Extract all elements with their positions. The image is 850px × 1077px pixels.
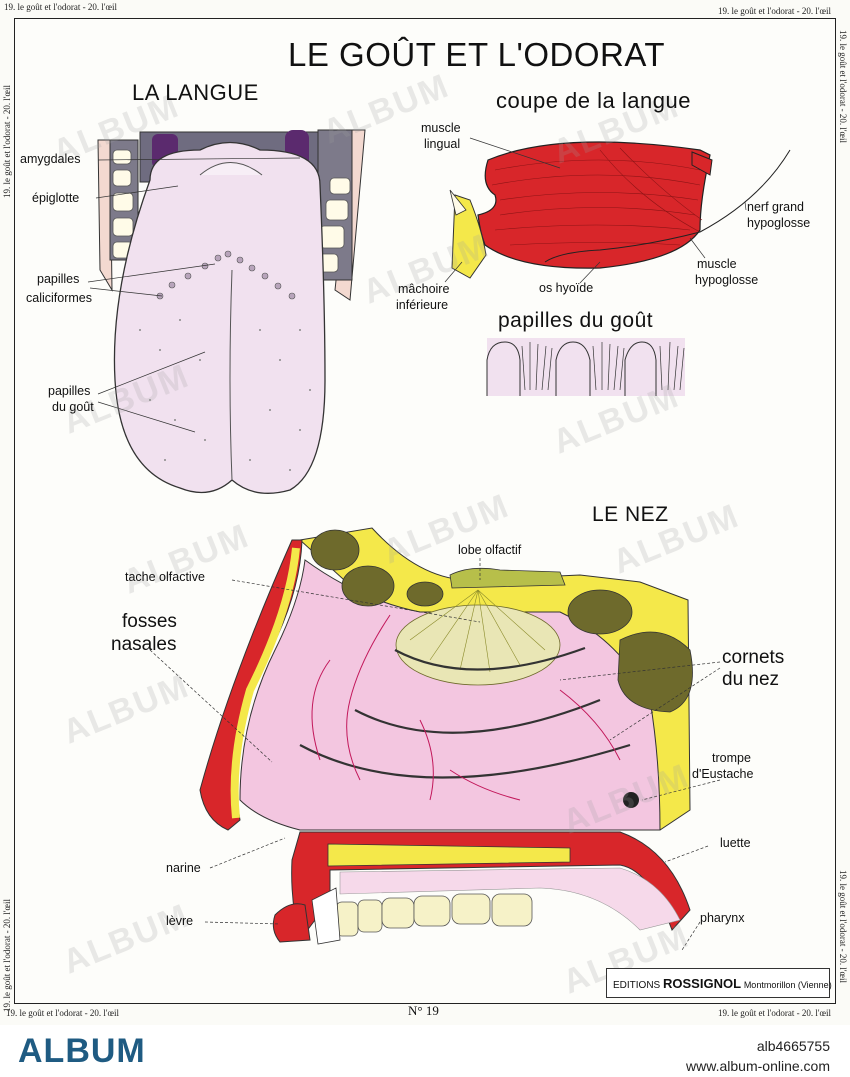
label-du-nez: du nez xyxy=(722,669,780,690)
label-cornets: cornets xyxy=(722,647,785,668)
taste-papillae-drawing xyxy=(486,338,685,396)
anatomy-illustration xyxy=(87,129,791,951)
publisher-name: ROSSIGNOL xyxy=(663,976,742,991)
label-hypoglosse-2: hypoglosse xyxy=(695,273,759,287)
label-narine: narine xyxy=(166,861,201,875)
tongue-drawing xyxy=(87,129,366,494)
label-d-eustache: d'Eustache xyxy=(692,767,754,781)
label-os-hyoide: os hyoïde xyxy=(539,281,594,295)
label-muscle-hypoglosse: muscle xyxy=(697,257,737,271)
label-papilles: papilles xyxy=(37,272,80,286)
edge-text-top-left: 19. le goût et l'odorat - 20. l'œil xyxy=(4,2,117,12)
label-tache-olfactive: tache olfactive xyxy=(125,570,205,584)
label-fosses: fosses xyxy=(122,611,177,632)
edge-text-top-right: 19. le goût et l'odorat - 20. l'œil xyxy=(718,6,831,16)
label-du-gout: du goût xyxy=(52,400,94,414)
site-link[interactable]: www.album-online.com xyxy=(686,1058,830,1074)
publisher-prefix: EDITIONS xyxy=(613,980,661,991)
heading-papilles: papilles du goût xyxy=(498,309,654,332)
page-title: LE GOÛT ET L'ODORAT xyxy=(288,36,666,73)
label-machoire: mâchoire xyxy=(398,282,450,296)
stock-info: alb4665755 www.album-online.com xyxy=(686,1036,830,1076)
label-levre: lèvre xyxy=(166,914,194,928)
edge-text-bottom-right: 19. le goût et l'odorat - 20. l'œil xyxy=(718,1008,831,1018)
label-papilles-gout: papilles xyxy=(48,384,91,398)
label-trompe: trompe xyxy=(712,751,751,765)
label-pharynx: pharynx xyxy=(700,911,745,925)
label-nerf-grand: nerf grand xyxy=(747,200,804,214)
publisher-box: EDITIONS ROSSIGNOL Montmorillon (Vienne) xyxy=(606,968,832,998)
label-luette: luette xyxy=(720,836,751,850)
tongue-section-drawing xyxy=(444,137,791,284)
heading-coupe: coupe de la langue xyxy=(496,88,691,113)
label-lobe-olfactif: lobe olfactif xyxy=(458,543,522,557)
heading-nez: LE NEZ xyxy=(592,503,669,526)
label-nasales: nasales xyxy=(111,634,177,655)
nose-section-drawing xyxy=(149,527,721,951)
label-hypoglosse: hypoglosse xyxy=(747,216,811,230)
publisher-place: Montmorillon (Vienne) xyxy=(743,980,832,990)
plate-number: N° 19 xyxy=(408,1003,439,1018)
stock-id: alb4665755 xyxy=(756,1038,830,1054)
label-inferieure: inférieure xyxy=(396,298,449,312)
label-muscle-lingual: muscle xyxy=(421,121,461,135)
label-caliciformes: caliciformes xyxy=(26,291,92,305)
label-amygdales: amygdales xyxy=(20,152,81,166)
label-lingual: lingual xyxy=(424,137,461,151)
edge-text-bottom-left: 19. le goût et l'odorat - 20. l'œil xyxy=(6,1008,119,1018)
footer-bar xyxy=(0,1025,850,1077)
album-logo[interactable]: ALBUM xyxy=(18,1032,146,1070)
label-epiglotte: épiglotte xyxy=(32,191,80,205)
heading-langue: LA LANGUE xyxy=(132,80,259,105)
